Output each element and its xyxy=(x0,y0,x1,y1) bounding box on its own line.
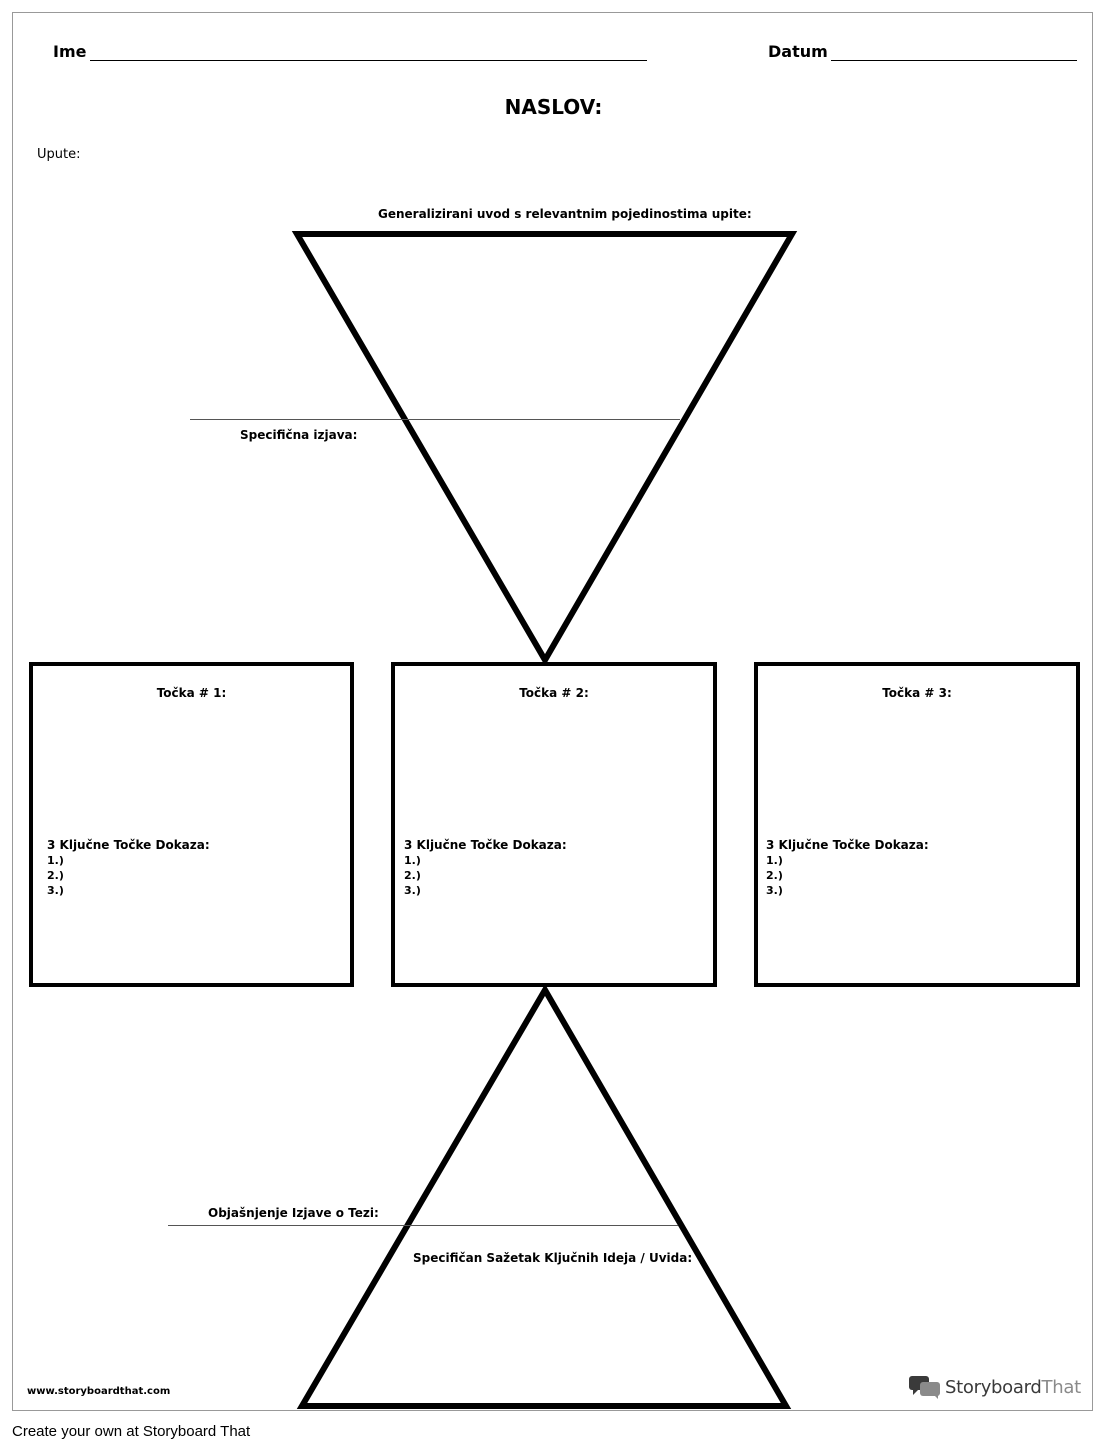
evidence-list: 3 Ključne Točke Dokaza: 1.) 2.) 3.) xyxy=(47,838,210,898)
evidence-item-1: 1.) xyxy=(766,854,783,867)
summary-label: Specifičan Sažetak Ključnih Ideja / Uvid… xyxy=(413,1251,693,1265)
evidence-item-2: 2.) xyxy=(47,869,64,882)
name-line[interactable] xyxy=(90,60,647,61)
point-box-1[interactable]: Točka # 1: 3 Ključne Točke Dokaza: 1.) 2… xyxy=(29,662,354,987)
evidence-item-2: 2.) xyxy=(404,869,421,882)
thesis-explanation-divider xyxy=(168,1225,678,1226)
evidence-list: 3 Ključne Točke Dokaza: 1.) 2.) 3.) xyxy=(404,838,567,898)
point-box-3[interactable]: Točka # 3: 3 Ključne Točke Dokaza: 1.) 2… xyxy=(754,662,1080,987)
evidence-list: 3 Ključne Točke Dokaza: 1.) 2.) 3.) xyxy=(766,838,929,898)
thesis-explanation-label: Objašnjenje Izjave o Tezi: xyxy=(208,1206,379,1220)
bottom-triangle xyxy=(296,984,792,1409)
point-title: Točka # 2: xyxy=(519,686,589,700)
evidence-item-1: 1.) xyxy=(47,854,64,867)
evidence-label: 3 Ključne Točke Dokaza: xyxy=(766,838,929,852)
instructions-label: Upute: xyxy=(37,147,81,162)
evidence-label: 3 Ključne Točke Dokaza: xyxy=(47,838,210,852)
page-title: NASLOV: xyxy=(504,95,603,119)
promo-link[interactable]: Create your own at Storyboard That xyxy=(12,1423,251,1440)
website-url[interactable]: www.storyboardthat.com xyxy=(27,1386,171,1397)
point-box-2[interactable]: Točka # 2: 3 Ključne Točke Dokaza: 1.) 2… xyxy=(391,662,717,987)
speech-bubbles-icon xyxy=(909,1376,940,1399)
point-title: Točka # 3: xyxy=(882,686,952,700)
intro-label: Generalizirani uvod s relevantnim pojedi… xyxy=(378,207,752,221)
point-title: Točka # 1: xyxy=(156,686,227,700)
evidence-item-1: 1.) xyxy=(404,854,421,867)
evidence-label: 3 Ključne Točke Dokaza: xyxy=(404,838,567,852)
specific-statement-label: Specifična izjava: xyxy=(240,428,358,442)
specific-statement-divider xyxy=(190,419,680,420)
evidence-item-3: 3.) xyxy=(47,884,64,897)
evidence-item-3: 3.) xyxy=(404,884,421,897)
evidence-item-2: 2.) xyxy=(766,869,783,882)
top-inverted-triangle xyxy=(291,231,798,666)
name-label: Ime xyxy=(53,42,87,61)
date-label: Datum xyxy=(768,42,828,61)
date-line[interactable] xyxy=(831,60,1077,61)
logo-text-storyboard: Storyboard xyxy=(945,1376,1042,1398)
logo-text-that: That xyxy=(1041,1376,1082,1398)
evidence-item-3: 3.) xyxy=(766,884,783,897)
